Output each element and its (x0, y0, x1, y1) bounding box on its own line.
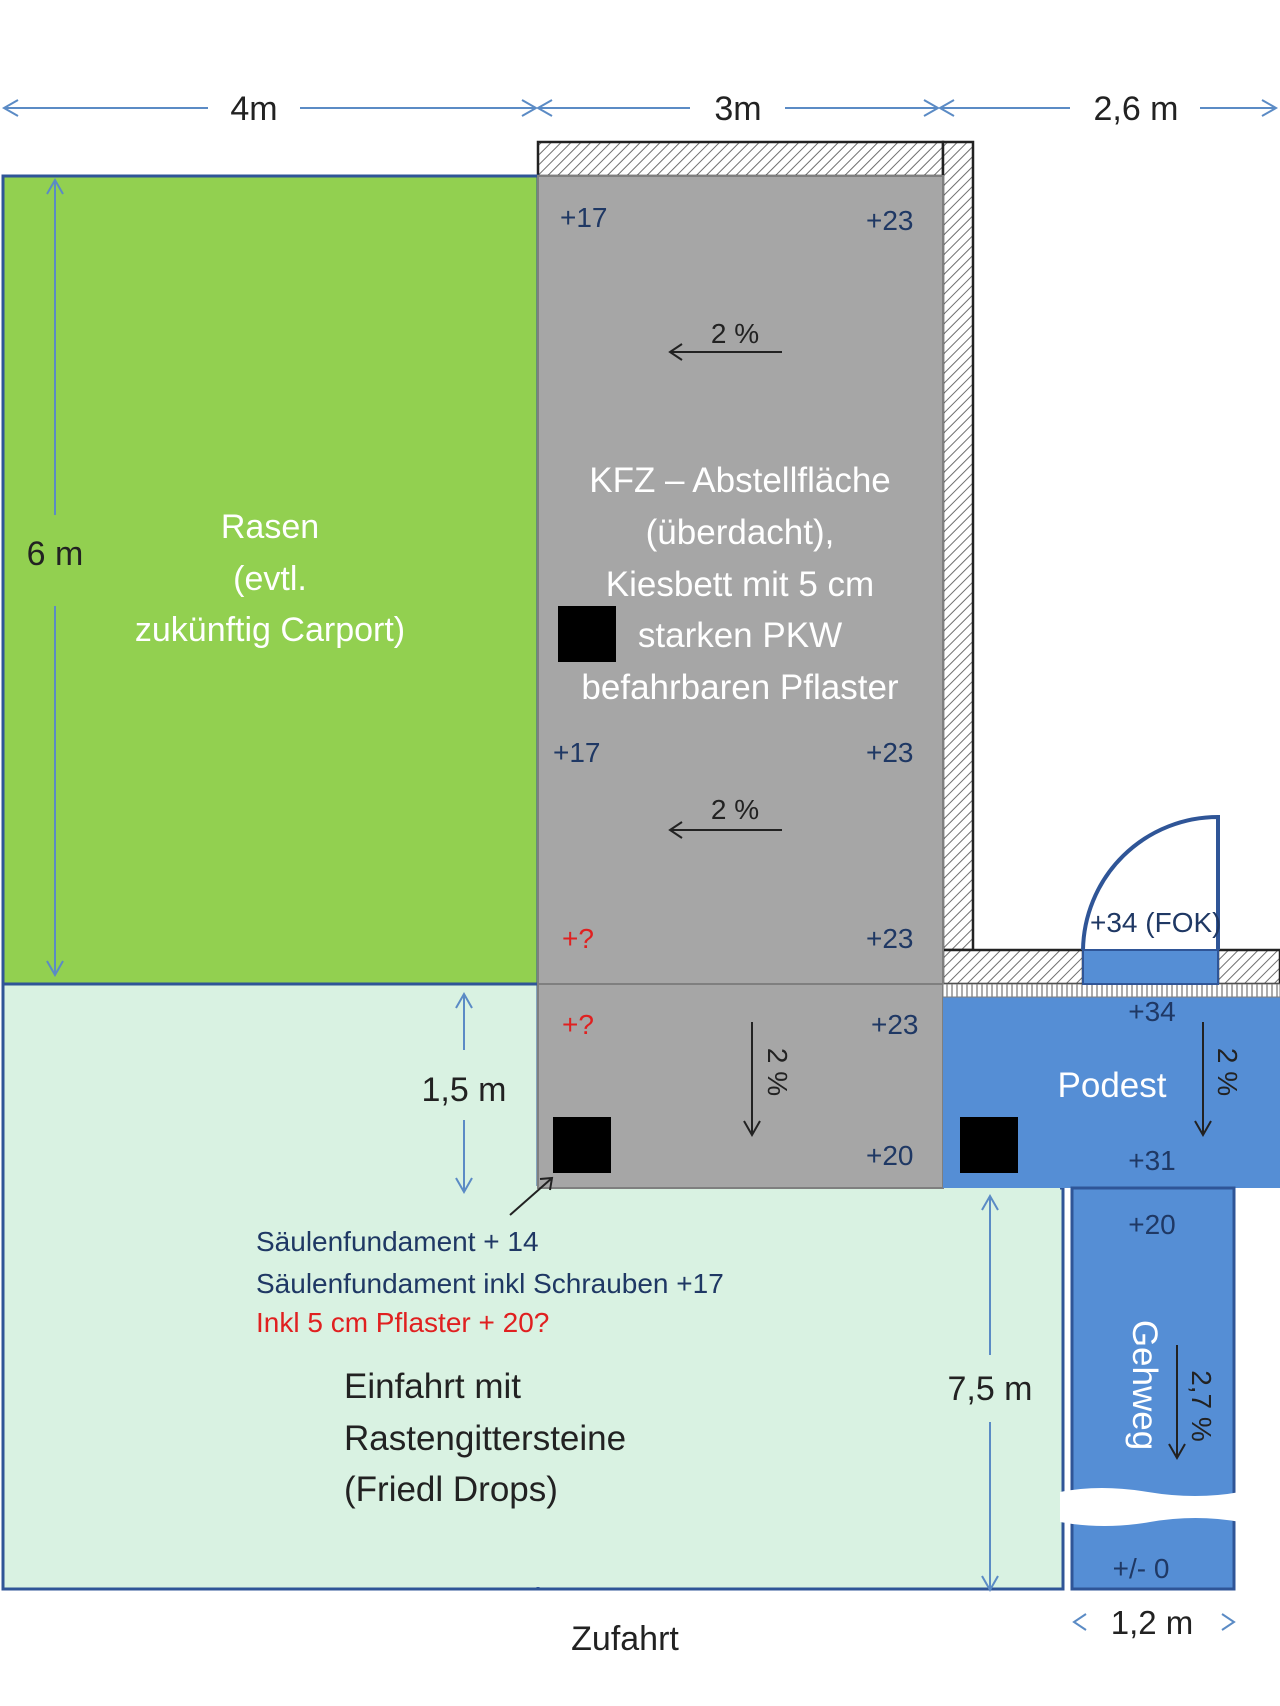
middle-height-dimension (455, 991, 473, 1195)
elevation-walkway-top: +20 (1128, 1209, 1176, 1240)
access-label: Zufahrt (571, 1620, 679, 1658)
elevation-parking-mid-left: +17 (553, 737, 601, 768)
driveway-label-line2: Rastengittersteine (344, 1419, 626, 1458)
elevation-walkway-bottom: +/- 0 (1113, 1553, 1170, 1584)
parking-area (537, 175, 944, 985)
walkway-break (1060, 1488, 1240, 1526)
lawn-label-line2: (evtl. (233, 560, 307, 598)
slope-label-walkway: 2,7 % (1186, 1370, 1217, 1442)
annotation-foundation-2: Säulenfundament inkl Schrauben +17 (256, 1268, 724, 1299)
column-foundation-marker-landing (960, 1117, 1018, 1173)
dimension-label-6m: 6 m (27, 535, 84, 573)
elevation-landing-bottom: +31 (1128, 1145, 1176, 1176)
lawn-height-dimension (46, 177, 64, 978)
top-dimension-lines (1, 99, 1279, 117)
annotation-foundation-1: Säulenfundament + 14 (256, 1226, 539, 1257)
elevation-parking-low-left: +? (562, 923, 594, 954)
walkway-label: Gehweg (1125, 1320, 1164, 1450)
driveway-label-line3: (Friedl Drops) (344, 1470, 558, 1509)
elevation-landing-top: +34 (1128, 996, 1176, 1027)
elevation-lower-block-right-bottom: +20 (866, 1140, 914, 1171)
slope-label-parking-top: 2 % (711, 318, 759, 349)
dimension-label-7-5m: 7,5 m (947, 1370, 1032, 1408)
elevation-lower-block-right-top: +23 (871, 1009, 919, 1040)
elevation-lower-block-left: +? (562, 1009, 594, 1040)
parking-label-line3: Kiesbett mit 5 cm (606, 565, 874, 604)
parking-label-line1: KFZ – Abstellfläche (589, 461, 891, 500)
parking-label-line4: starken PKW (638, 616, 842, 655)
elevation-parking-top-right: +23 (866, 205, 914, 236)
column-foundation-marker-lower (553, 1117, 611, 1173)
slope-arrow-lower-block (743, 1022, 761, 1138)
lawn-label-line1: Rasen (221, 508, 319, 546)
elevation-door: +34 (FOK) (1090, 907, 1221, 938)
column-foundation-marker-top (558, 606, 616, 662)
landing-label: Podest (1058, 1066, 1167, 1105)
slope-arrow-walkway (1168, 1345, 1186, 1461)
driveway-label-line1: Einfahrt mit (344, 1367, 521, 1406)
driveway-height-dimension (981, 1193, 999, 1593)
dimension-label-2-6m: 2,6 m (1093, 90, 1178, 128)
dimension-label-1-5m: 1,5 m (421, 1071, 506, 1109)
door-swing-arc (1081, 814, 1220, 951)
lawn-area (1, 174, 540, 986)
dimension-label-1-2m: 1,2 m (1111, 1604, 1194, 1641)
slope-label-landing: 2 % (1212, 1048, 1243, 1096)
dimension-label-3m: 3m (714, 90, 761, 128)
elevation-parking-low-right: +23 (866, 923, 914, 954)
parking-label-line5: befahrbaren Pflaster (581, 668, 898, 707)
slope-arrow-parking-top (668, 343, 782, 361)
parking-label-line2: (überdacht), (646, 513, 835, 552)
slope-label-parking-mid: 2 % (711, 794, 759, 825)
foundation-leader-arrow (509, 1176, 554, 1216)
slope-label-lower-block: 2 % (762, 1048, 793, 1096)
door-threshold-strip (942, 983, 1280, 998)
dimension-label-4m: 4m (230, 90, 277, 128)
slope-arrow-landing (1194, 1022, 1212, 1138)
elevation-parking-mid-right: +23 (866, 737, 914, 768)
slope-arrow-parking-mid (668, 821, 782, 839)
elevation-parking-top-left: +17 (560, 202, 608, 233)
annotation-foundation-3: Inkl 5 cm Pflaster + 20? (256, 1307, 549, 1338)
walkway-width-dimension (1072, 1613, 1236, 1631)
lawn-label-line3: zukünftig Carport) (135, 611, 405, 649)
door-opening (1082, 949, 1219, 985)
